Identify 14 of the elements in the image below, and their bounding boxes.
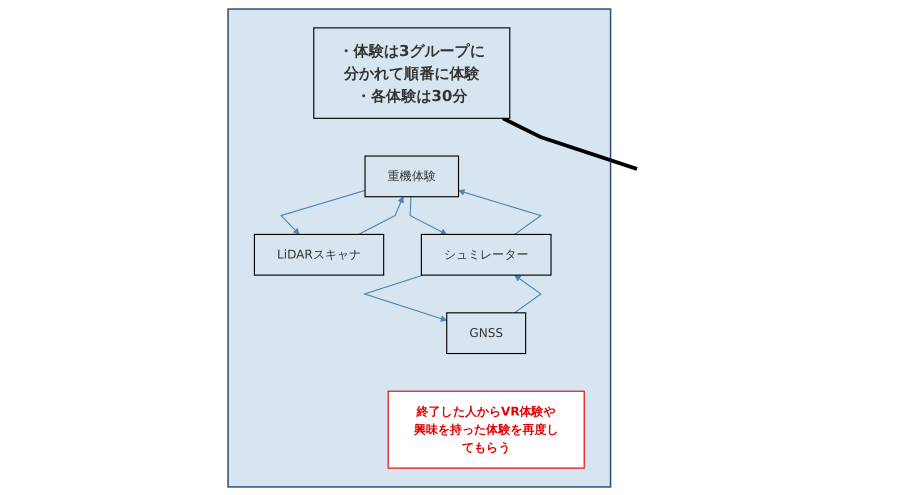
cluster <box>227 8 612 488</box>
node-box: ・体験は3グループに分かれて順番に体験 ・各体験は30分 <box>313 26 510 118</box>
arrow <box>358 196 404 234</box>
arrow <box>409 196 447 234</box>
connector <box>502 116 638 170</box>
node-box: シュミレーター <box>420 233 552 276</box>
node-box: 重機体験 <box>364 154 459 197</box>
arrow <box>280 189 366 234</box>
arrow <box>362 274 447 322</box>
arrow <box>458 188 542 234</box>
node-box: 終了した人からVR体験や興味を持った体験を再度してもらう <box>388 390 585 468</box>
node-box: GNSS <box>446 312 526 354</box>
node-box: LiDARスキャナ <box>254 233 384 276</box>
arrow <box>514 274 542 313</box>
